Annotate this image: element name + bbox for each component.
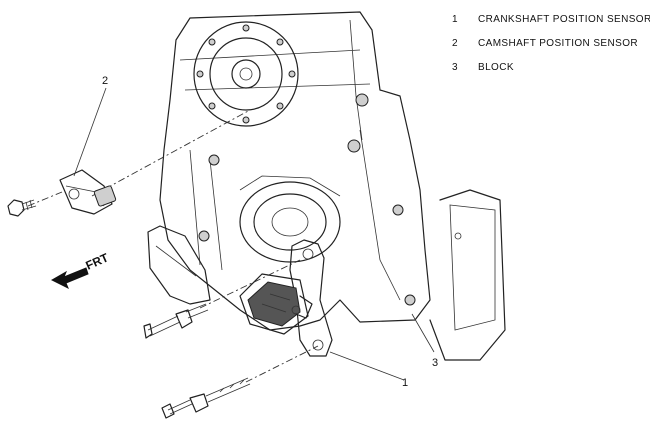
legend-number: 1: [452, 14, 458, 25]
oil-pan-section: [147, 225, 211, 305]
crank-sensor-upper-bolt: [143, 259, 301, 339]
camshaft-position-sensor: [59, 109, 251, 215]
camshaft-sprocket: [193, 21, 299, 127]
engine-block: [159, 11, 506, 361]
legend-label: CAMSHAFT POSITION SENSOR: [478, 38, 638, 49]
timing-cover: [198, 93, 416, 306]
callout-leaders: [73, 87, 435, 381]
legend-number: 2: [452, 38, 458, 49]
legend-label: BLOCK: [478, 62, 514, 73]
callout-crankshaft-sensor: 1: [402, 377, 408, 389]
front-arrow-icon: [50, 267, 89, 290]
cam-sensor-bolt: [7, 191, 63, 217]
front-direction-label: FRT: [84, 250, 112, 273]
legend-item-camshaft: 2 CAMSHAFT POSITION SENSOR: [452, 38, 648, 62]
legend-item-block: 3 BLOCK: [452, 62, 648, 86]
crank-sensor-lower-bolt: [161, 345, 319, 419]
legend-item-crankshaft: 1 CRANKSHAFT POSITION SENSOR: [452, 14, 650, 38]
legend: 1 CRANKSHAFT POSITION SENSOR 2 CAMSHAFT …: [452, 14, 650, 86]
legend-number: 3: [452, 62, 458, 73]
callout-camshaft-sensor: 2: [102, 75, 108, 87]
crankshaft-position-sensor: [239, 239, 333, 357]
legend-label: CRANKSHAFT POSITION SENSOR: [478, 14, 650, 25]
callout-block: 3: [432, 357, 438, 369]
